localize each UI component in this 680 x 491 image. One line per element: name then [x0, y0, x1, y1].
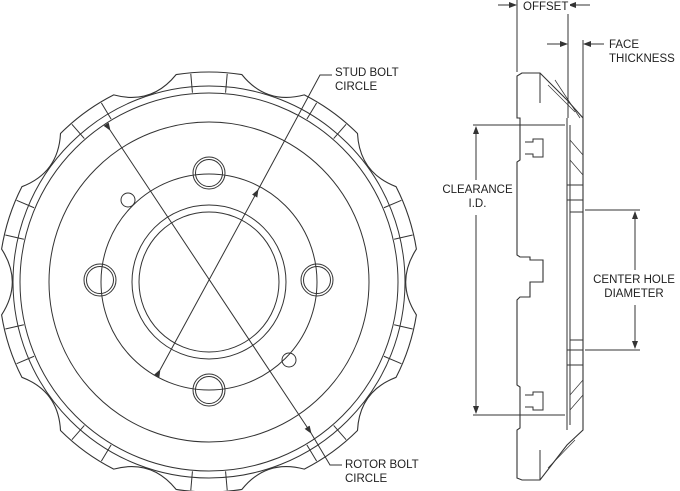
small-hole: [120, 192, 136, 208]
lug-edge: [5, 324, 24, 330]
label-line: CLEARANCE: [442, 184, 513, 196]
label-line: STUD BOLT: [335, 67, 399, 79]
label-line: THICKNESS: [609, 53, 675, 65]
lug-edge: [306, 444, 318, 462]
lug-edge: [394, 234, 413, 240]
lug-edge: [225, 73, 228, 93]
section-hatch: [547, 79, 584, 469]
hat-profile: [516, 72, 584, 481]
front-view: [1, 71, 417, 491]
label-line: FACE: [609, 39, 640, 51]
label-line: I.D.: [468, 198, 487, 210]
lug-edge: [225, 471, 228, 491]
face-thickness-label: FACE THICKNESS: [609, 38, 675, 66]
stud-bolt-leader: [257, 74, 332, 191]
label-line: CIRCLE: [335, 81, 378, 93]
center-hole-diameter-label: CENTER HOLE DIAMETER: [588, 273, 680, 301]
outer-ring: [12, 85, 406, 479]
mounting-lugs: [5, 73, 413, 491]
stud-bolt-ring: [100, 173, 318, 391]
lug-edge: [190, 73, 193, 93]
rotor-bolt-ring: [19, 92, 399, 472]
plate-holes: [567, 184, 583, 366]
rotor-bolt-dimension: [103, 122, 312, 434]
lug-edge: [5, 234, 24, 240]
label-line: ROTOR BOLT: [345, 459, 419, 471]
lug-edge: [100, 444, 112, 462]
offset-label: OFFSET: [521, 0, 571, 14]
face-ring: [48, 121, 370, 443]
lug-edge: [71, 123, 85, 139]
lug-edge: [383, 355, 402, 365]
rotor-bolt-leader: [310, 432, 342, 466]
lug-edge: [16, 199, 35, 209]
lug-edge: [16, 355, 35, 365]
lug-edge: [100, 102, 112, 120]
label-line: CIRCLE: [345, 473, 388, 485]
lug-edge: [306, 102, 318, 120]
lug-edge: [71, 425, 85, 441]
lug-edge: [333, 425, 347, 441]
stud-bolt-circle-label: STUD BOLT CIRCLE: [335, 66, 399, 94]
scalloped-outer-edge: [1, 71, 417, 491]
lug-edge: [394, 324, 413, 330]
center-hole: [138, 211, 280, 353]
hub-outer: [131, 204, 287, 360]
face-plate: [566, 118, 571, 430]
lug-edge: [333, 123, 347, 139]
lug-edge: [383, 199, 402, 209]
studs: [525, 138, 544, 411]
label-line: DIAMETER: [604, 288, 664, 300]
stud-bolt-dimension: [154, 189, 259, 378]
rotor-bolt-circle-label: ROTOR BOLT CIRCLE: [345, 458, 419, 486]
clearance-id-label: CLEARANCE I.D.: [440, 183, 515, 211]
side-view: [473, 0, 640, 481]
lug-edge: [190, 471, 193, 491]
label-line: CENTER HOLE: [593, 274, 675, 286]
